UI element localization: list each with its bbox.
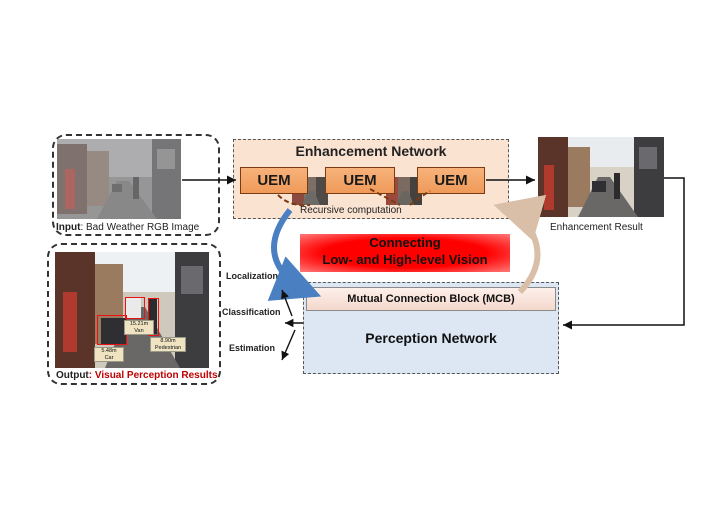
- detection-box-van: [125, 297, 145, 319]
- input-text: : Bad Weather RGB Image: [80, 222, 200, 233]
- foggy-street-image: [57, 139, 181, 219]
- output-panel: [47, 243, 221, 385]
- enhancement-network-title: Enhancement Network: [295, 143, 447, 159]
- car-class: Car: [104, 354, 114, 361]
- task-localization: Localization: [226, 271, 279, 281]
- output-caption: Output: Visual Perception Results: [56, 370, 218, 381]
- detection-tag-pedestrian: 8.90m Pedestrian: [150, 337, 186, 352]
- recursive-arrows: [277, 188, 431, 207]
- perception-network-title: Perception Network: [365, 330, 497, 346]
- enhancement-result-image: [538, 137, 664, 217]
- enhancement-result-label: Enhancement Result: [550, 222, 643, 233]
- input-panel: [52, 134, 220, 236]
- van-distance: 15.21m: [129, 321, 149, 327]
- pedestrian-class: Pedestrian: [154, 344, 182, 351]
- uem-block-3: UEM: [417, 167, 485, 194]
- connecting-line2: Low- and High-level Vision: [322, 252, 488, 267]
- mcb-label: Mutual Connection Block (MCB): [347, 293, 515, 305]
- connecting-line1: Connecting: [369, 235, 441, 250]
- input-prefix: Input: [56, 222, 81, 233]
- task-estimation: Estimation: [229, 343, 276, 353]
- output-prefix: Output: [56, 370, 89, 381]
- arrow-localization: [281, 289, 293, 317]
- uem-block-2: UEM: [325, 167, 395, 194]
- uem-block-1: UEM: [240, 167, 308, 194]
- car-distance: 5.48m: [101, 348, 117, 354]
- van-class: Van: [134, 327, 144, 334]
- detection-tag-van: 15.21m Van: [124, 320, 154, 335]
- blue-curve-arrow: [267, 208, 322, 301]
- input-caption: Input: Bad Weather RGB Image: [56, 222, 199, 233]
- recursive-computation-label: Recursive computation: [300, 205, 402, 216]
- detection-tag-car: 5.48m Car: [94, 347, 124, 362]
- detection-box-pedestrian: [148, 298, 159, 336]
- arrow-estimation: [281, 329, 296, 361]
- output-text: : Visual Perception Results: [88, 370, 218, 381]
- connecting-banner: Connecting Low- and High-level Vision: [300, 234, 510, 272]
- mcb-block: Mutual Connection Block (MCB): [306, 287, 556, 311]
- task-classification: Classification: [222, 307, 281, 317]
- arrow-result-to-perception: [563, 177, 685, 330]
- input-image: [57, 139, 181, 219]
- tan-curve-arrow: [493, 194, 547, 295]
- pedestrian-distance: 8.90m: [160, 338, 176, 344]
